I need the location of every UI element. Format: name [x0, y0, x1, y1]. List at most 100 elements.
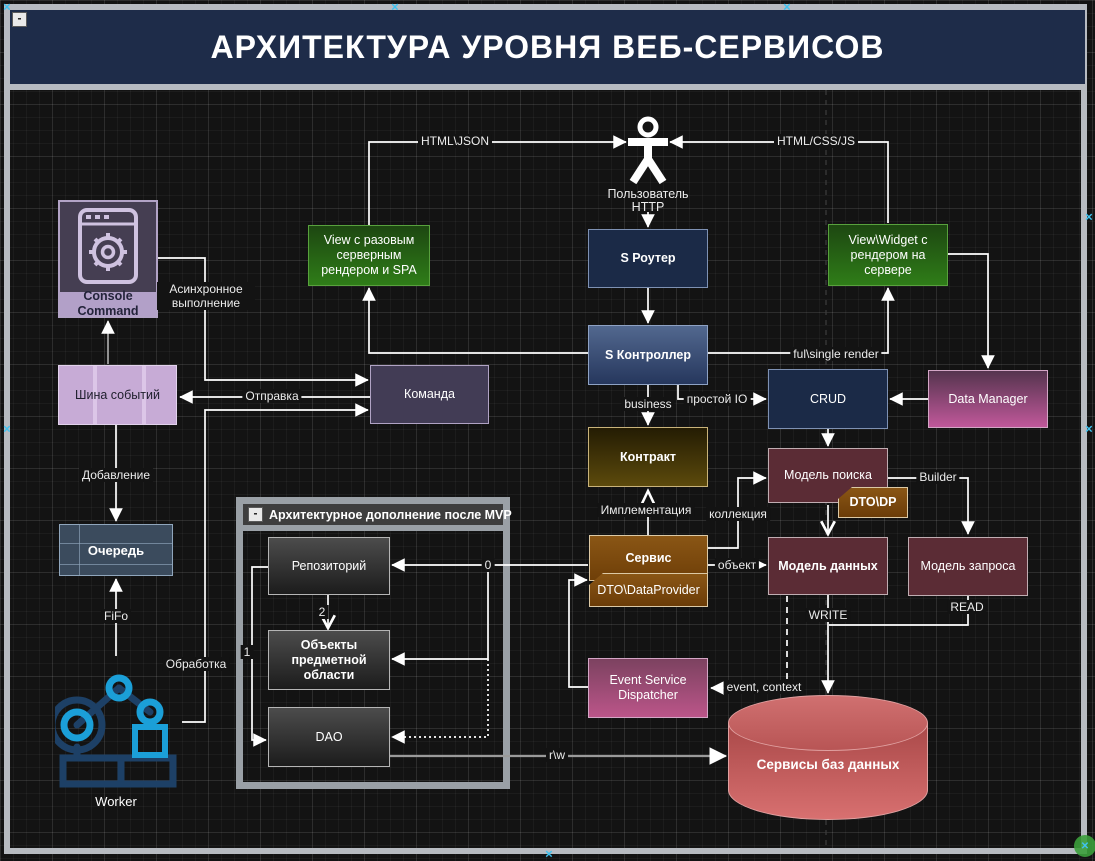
- node-label: S Контроллер: [604, 347, 691, 362]
- node-label: Объекты предметной области: [291, 637, 367, 682]
- edge-esd-service[interactable]: [568, 573, 588, 688]
- edge-label-adding: Добавление: [79, 468, 153, 482]
- node-label: Модель запроса: [920, 559, 1016, 573]
- actor-protocol: HTTP: [631, 200, 665, 214]
- worker-label: Worker: [66, 792, 166, 810]
- node-label: Команда: [404, 387, 455, 401]
- edge-worker-command-processing[interactable]: [182, 403, 369, 723]
- node-s-controller[interactable]: S Контроллер: [588, 325, 708, 385]
- edge-label-implementation: Имплементация: [597, 503, 695, 517]
- edge-label-2: 2: [315, 605, 329, 619]
- diagram-title-bar[interactable]: АРХИТЕКТУРА УРОВНЯ ВЕБ-СЕРВИСОВ: [10, 10, 1085, 90]
- selection-handle[interactable]: ✕: [782, 2, 792, 14]
- selection-handle[interactable]: ✕: [544, 849, 554, 861]
- edge-viewwidget-datamanager[interactable]: [948, 253, 995, 369]
- node-console-command[interactable]: Console Command: [58, 200, 158, 318]
- node-label: DAO: [315, 729, 343, 744]
- selection-handle[interactable]: ✕: [390, 2, 400, 14]
- node-view-spa[interactable]: View с разовым серверным рендером и SPA: [308, 225, 430, 286]
- user-actor-icon[interactable]: [626, 116, 670, 188]
- node-label: CRUD: [809, 391, 847, 406]
- node-label: Очередь: [87, 542, 145, 558]
- node-event-service-dispatcher[interactable]: Event Service Dispatcher: [588, 658, 708, 718]
- selection-handle[interactable]: ✕: [2, 424, 12, 436]
- node-label: Модель поиска: [784, 468, 872, 482]
- node-label: Шина событий: [75, 387, 160, 402]
- edge-label-business: business: [621, 397, 675, 411]
- node-dao[interactable]: DAO: [268, 707, 390, 767]
- edge-console-command-async[interactable]: [158, 257, 369, 387]
- console-gear-icon: [78, 208, 138, 284]
- edge-label-fifo: FiFo: [101, 609, 131, 623]
- edge-label-event-context: event, context: [723, 680, 805, 694]
- cylinder-top: [728, 695, 928, 751]
- node-label: Сервисы баз данных: [756, 757, 900, 772]
- node-label: View с разовым серверным рендером и SPA: [321, 233, 417, 277]
- selection-handle[interactable]: ✕: [2, 2, 12, 14]
- edge-label-0: 0: [481, 558, 495, 572]
- node-label: Data Manager: [948, 391, 1028, 406]
- edge-label-collection: коллекция: [706, 507, 770, 521]
- mvp-container-header: - Архитектурное дополнение после MVP: [243, 504, 512, 531]
- edge-viewspa-user[interactable]: [368, 135, 627, 226]
- node-model-query[interactable]: Модель запроса: [908, 537, 1028, 596]
- node-model-data[interactable]: Модель данных: [768, 537, 888, 595]
- node-data-manager[interactable]: Data Manager: [928, 370, 1048, 428]
- edge-label-html-css-js: HTML/CSS/JS: [773, 134, 859, 148]
- node-label: S Роутер: [620, 251, 676, 265]
- edge-endpoint-handle[interactable]: ✕: [1074, 835, 1095, 857]
- edge-service-domainobjects[interactable]: [391, 565, 489, 666]
- edge-label-rw: r\w: [546, 748, 568, 762]
- node-label: Модель данных: [778, 558, 878, 573]
- node-label: DTO\DP: [849, 495, 897, 509]
- node-s-router[interactable]: S Роутер: [588, 229, 708, 288]
- edge-modeldata-esd-dashed[interactable]: [710, 596, 788, 695]
- edge-service-dao-dotted[interactable]: [391, 659, 489, 744]
- edge-label-send: Отправка: [242, 389, 302, 403]
- collapse-icon[interactable]: -: [12, 12, 27, 27]
- edge-label-write: WRITE: [805, 608, 851, 622]
- node-label: Сервис: [625, 550, 672, 565]
- worker-robot-icon[interactable]: [55, 672, 180, 790]
- node-label: View\Widget с рендером на сервере: [848, 232, 928, 277]
- edge-label-full-single-render: ful\single render: [790, 347, 882, 361]
- selection-handle[interactable]: ✕: [1084, 424, 1094, 436]
- node-dto-dp-badge[interactable]: DTO\DP: [838, 487, 908, 518]
- node-db-services[interactable]: Сервисы баз данных: [728, 695, 928, 820]
- node-label: DTO\DataProvider: [597, 582, 700, 597]
- edge-modelsearch-modelquery[interactable]: [888, 477, 975, 535]
- edge-label-1: 1: [240, 645, 254, 659]
- node-queue[interactable]: Очередь: [59, 524, 173, 576]
- node-command[interactable]: Команда: [370, 365, 489, 424]
- node-view-widget[interactable]: View\Widget с рендером на сервере: [828, 224, 948, 286]
- edge-label-read: READ: [947, 600, 987, 614]
- edge-label-html-json: HTML\JSON: [417, 134, 493, 148]
- node-label: Worker: [95, 793, 137, 809]
- edge-controller-viewwidget[interactable]: [708, 287, 895, 354]
- node-label: Event Service Dispatcher: [609, 673, 687, 702]
- node-contract[interactable]: Контракт: [588, 427, 708, 487]
- node-crud[interactable]: CRUD: [768, 369, 888, 429]
- edge-viewwidget-user[interactable]: [669, 135, 889, 223]
- edge-label-async: Асинхронное выполнение: [157, 282, 255, 310]
- collapse-icon[interactable]: -: [248, 507, 263, 522]
- edge-controller-viewspa[interactable]: [362, 287, 588, 354]
- diagram-title: АРХИТЕКТУРА УРОВНЯ ВЕБ-СЕРВИСОВ: [210, 28, 885, 65]
- node-label: Console Command: [60, 289, 156, 318]
- mvp-container-title: Архитектурное дополнение после MVP: [269, 507, 512, 522]
- edge-label-processing: Обработка: [162, 657, 230, 671]
- node-event-bus[interactable]: Шина событий: [58, 365, 177, 425]
- edge-label-builder: Builder: [916, 470, 960, 484]
- selection-handle[interactable]: ✕: [1084, 212, 1094, 224]
- node-repository[interactable]: Репозиторий: [268, 537, 390, 595]
- node-label: Репозиторий: [291, 558, 367, 573]
- node-service-dto-badge[interactable]: DTO\DataProvider: [589, 573, 708, 607]
- edge-repo-dao[interactable]: [251, 566, 268, 747]
- mvp-container[interactable]: - Архитектурное дополнение после MVP: [236, 497, 512, 789]
- node-domain-objects[interactable]: Объекты предметной области: [268, 630, 390, 690]
- edge-label-object: объект: [714, 558, 760, 572]
- user-actor-label: Пользователь HTTP: [578, 188, 718, 214]
- node-label: Контракт: [620, 449, 676, 464]
- actor-name: Пользователь: [607, 187, 689, 201]
